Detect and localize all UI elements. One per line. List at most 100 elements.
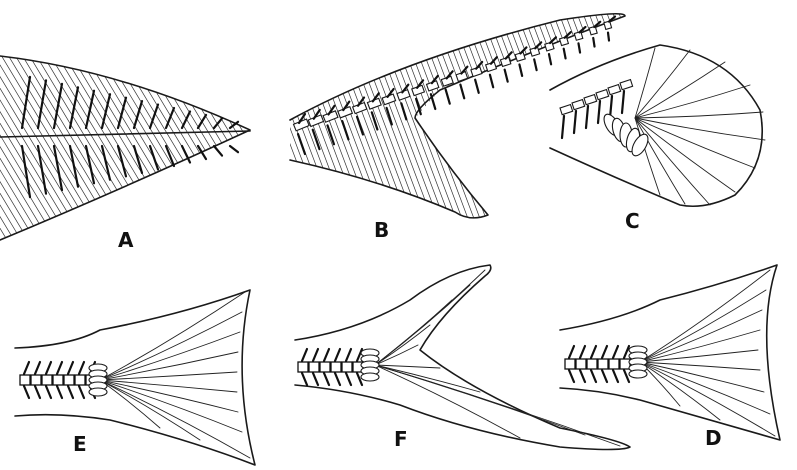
neural-spine <box>86 91 94 128</box>
fin-ray <box>635 50 690 118</box>
hatch-line <box>229 50 349 250</box>
hatch-line <box>428 0 518 240</box>
neural-spine <box>24 362 29 374</box>
hatch-line <box>446 0 536 240</box>
hatch-line <box>410 0 500 240</box>
neural-spine <box>134 101 142 128</box>
hatch-line <box>512 0 602 240</box>
fin-ray <box>100 380 242 432</box>
vertebra <box>560 105 573 115</box>
neural-spine <box>335 349 340 361</box>
haemal-spine <box>593 38 594 47</box>
haemal-spine <box>598 101 600 123</box>
haemal-spine <box>357 117 363 135</box>
fin-ray <box>635 118 660 195</box>
neural-spine <box>346 349 351 361</box>
hatch-line <box>0 50 69 250</box>
hatch-line <box>222 50 342 250</box>
neural-spine <box>613 346 618 358</box>
haemal-spine <box>313 373 318 385</box>
hatch-line <box>662 0 752 240</box>
haemal-spine <box>578 43 580 52</box>
hatch-line <box>320 0 410 240</box>
haemal-spine <box>46 386 51 398</box>
tail-c <box>550 45 765 206</box>
haemal-spine <box>608 33 609 41</box>
haemal-spine <box>574 111 576 133</box>
vertebra <box>565 359 575 369</box>
hatch-line <box>680 0 770 240</box>
hatch-line <box>548 0 638 240</box>
hatch-line <box>644 0 734 240</box>
tail-d-rays <box>640 270 775 436</box>
tail-f-rays <box>375 270 620 446</box>
fin-ray <box>635 118 755 168</box>
hatch-line <box>686 0 776 240</box>
haemal-spine <box>505 70 508 82</box>
tail-a <box>0 50 419 250</box>
fin-ray <box>640 362 775 436</box>
hatch-line <box>482 0 572 240</box>
haemal-spine <box>624 370 629 382</box>
hatch-line <box>194 50 314 250</box>
hatch-line <box>656 0 746 240</box>
hatch-line <box>264 50 384 250</box>
vertebra <box>320 362 330 372</box>
haemal-spine <box>475 80 479 93</box>
neural-spine <box>569 346 574 358</box>
hypural-plate <box>629 370 647 378</box>
hatch-line <box>257 50 377 250</box>
haemal-spine <box>564 49 566 59</box>
hatch-line <box>380 0 470 240</box>
hatch-line <box>338 0 428 240</box>
label-d: D <box>705 426 722 450</box>
neural-spine <box>54 84 62 128</box>
hatch-line <box>0 50 41 250</box>
hypural-plate <box>89 388 107 396</box>
hatch-line <box>200 0 290 240</box>
neural-spine <box>79 362 84 374</box>
fin-ray <box>640 310 762 362</box>
haemal-spine <box>602 370 607 382</box>
haemal-spine <box>534 59 536 70</box>
vertebra <box>298 362 308 372</box>
hatch-line <box>416 0 506 240</box>
tail-b-hatching <box>200 0 788 240</box>
hatch-line <box>386 0 476 240</box>
neural-spine <box>166 108 174 128</box>
hatch-line <box>368 0 458 240</box>
haemal-spine <box>446 89 450 103</box>
fin-ray <box>635 118 710 205</box>
haemal-spine <box>324 373 329 385</box>
neural-spine <box>46 362 51 374</box>
haemal-spine <box>342 121 348 139</box>
fin-ray <box>100 380 160 428</box>
hatch-line <box>440 0 530 240</box>
hatch-line <box>650 0 740 240</box>
haemal-spine <box>38 146 46 194</box>
vertebra <box>31 375 41 385</box>
haemal-spine <box>118 146 126 176</box>
hatch-line <box>332 0 422 240</box>
tail-f-vertebrae <box>298 349 379 385</box>
neural-spine <box>591 346 596 358</box>
vertebra <box>20 375 30 385</box>
hatch-line <box>398 0 488 240</box>
neural-spine <box>580 346 585 358</box>
vertebra <box>572 100 585 110</box>
vertebra <box>75 375 85 385</box>
fin-ray <box>640 362 764 392</box>
fin-ray <box>635 118 765 140</box>
haemal-spine <box>586 106 588 128</box>
hatch-line <box>470 0 560 240</box>
haemal-spine <box>102 146 110 180</box>
hypural-plate <box>361 373 379 381</box>
neural-spine <box>324 349 329 361</box>
fin-ray <box>640 270 770 362</box>
hatch-line <box>212 0 302 240</box>
neural-spine <box>302 349 307 361</box>
label-f: F <box>394 427 408 451</box>
vertebra <box>42 375 52 385</box>
hatch-line <box>0 50 20 250</box>
fin-ray <box>640 330 760 362</box>
